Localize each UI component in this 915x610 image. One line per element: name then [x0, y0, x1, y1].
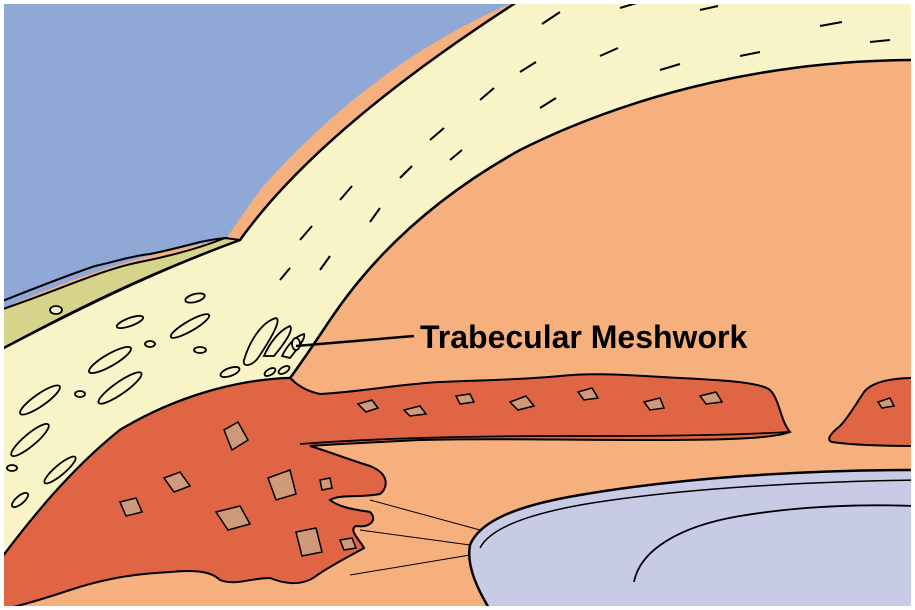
- trabecular-meshwork-label: Trabecular Meshwork: [420, 319, 747, 355]
